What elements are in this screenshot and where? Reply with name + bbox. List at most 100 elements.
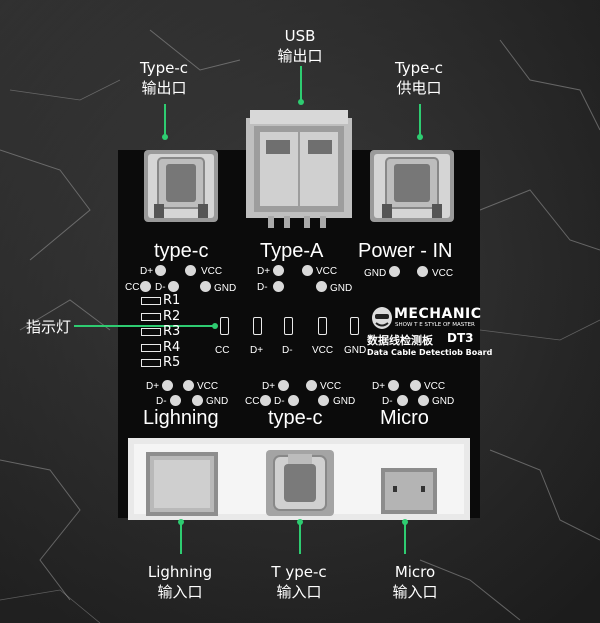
pin-label: GND [333,396,356,407]
usb-a-output-port [246,110,352,228]
leader-line-usb [300,66,302,102]
micro-input-port [381,468,437,514]
heading-power-in: Power - IN [358,240,453,262]
pin-label: GND [364,268,387,279]
pin-pad [306,380,317,391]
leader-dot-power [417,134,423,140]
resistor-label: R4 [163,340,181,355]
brand-slogan: SHOW T E STYLE OF MASTER [395,322,475,328]
pin-label: VCC [320,381,342,392]
pin-pad [278,380,289,391]
pin-pad [410,380,421,391]
resistor [141,313,161,321]
led-label: GND [344,345,367,356]
pin-pad [185,265,196,276]
pin-pad [302,265,313,276]
pin-pad [155,265,166,276]
led-label: D+ [250,345,264,356]
mechanic-mascot-logo [372,307,392,329]
pin-label: D- [155,282,166,293]
pin-label: D- [274,396,285,407]
leader-dot-lightning [178,519,184,525]
pin-pad [397,395,408,406]
pin-label: CC [245,396,260,407]
leader-dot-usb [298,99,304,105]
lightning-input-port [146,452,218,516]
heading-micro: Micro [380,407,429,429]
leader-line-indicator [74,325,216,327]
pin-pad [183,380,194,391]
resistor-label: R5 [163,355,181,370]
typec-input-port [266,450,334,516]
pin-label: VCC [201,266,223,277]
pin-pad [170,395,181,406]
pin-label: GND [206,396,229,407]
pin-pad [273,265,284,276]
pin-pad [140,281,151,292]
pin-pad [260,395,271,406]
brand-name: MECHANIC [394,306,482,322]
led-label: VCC [312,345,334,356]
pin-label: CC [125,282,140,293]
leader-line-micro [404,522,406,554]
heading-lightning: Lighning [143,407,219,429]
pin-pad [388,380,399,391]
pin-pad [168,281,179,292]
led-cc [220,317,229,335]
resistor [141,328,161,336]
heading-typea: Type-A [260,240,324,262]
pin-label: VCC [197,381,219,392]
pin-label: VCC [424,381,446,392]
pin-label: VCC [432,268,454,279]
heading-typec-top: type-c [154,240,209,262]
pin-label: GND [330,283,353,294]
callout-indicator: 指示灯 [26,318,72,336]
pin-label: D+ [140,266,154,277]
pin-pad [288,395,299,406]
pin-label: D+ [257,266,271,277]
pin-label: GND [214,283,237,294]
led-dplus [253,317,262,335]
pin-label: VCC [316,266,338,277]
typec-output-port [144,150,218,222]
resistor-label: R1 [163,293,181,308]
pin-pad [389,266,400,277]
typec-power-port [370,150,454,222]
pin-label: D+ [146,381,160,392]
led-label: CC [215,345,230,356]
leader-line-lightning [180,522,182,554]
pin-label: GND [432,396,455,407]
product-name-en: Data Cable Detectiob Board [367,348,493,357]
pin-pad [162,380,173,391]
leader-line-power [419,104,421,138]
led-label: D- [282,345,293,356]
resistor-label: R3 [163,324,181,339]
led-dminus [284,317,293,335]
pin-label: D- [156,396,167,407]
pin-label: D- [382,396,393,407]
leader-dot-micro [402,519,408,525]
resistor-label: R2 [163,309,181,324]
leader-line-typec-in [299,522,301,554]
heading-typec-bottom: type-c [268,407,323,429]
resistor [141,359,161,367]
pin-pad [200,281,211,292]
leader-line-typec-out [164,104,166,138]
led-gnd [350,317,359,335]
resistor [141,297,161,305]
pin-pad [316,281,327,292]
pin-label: D- [257,282,268,293]
resistor [141,344,161,352]
led-vcc [318,317,327,335]
leader-dot-typec-out [162,134,168,140]
pin-pad [418,395,429,406]
product-model: DT3 [447,331,474,345]
pin-label: D+ [262,381,276,392]
pin-pad [273,281,284,292]
